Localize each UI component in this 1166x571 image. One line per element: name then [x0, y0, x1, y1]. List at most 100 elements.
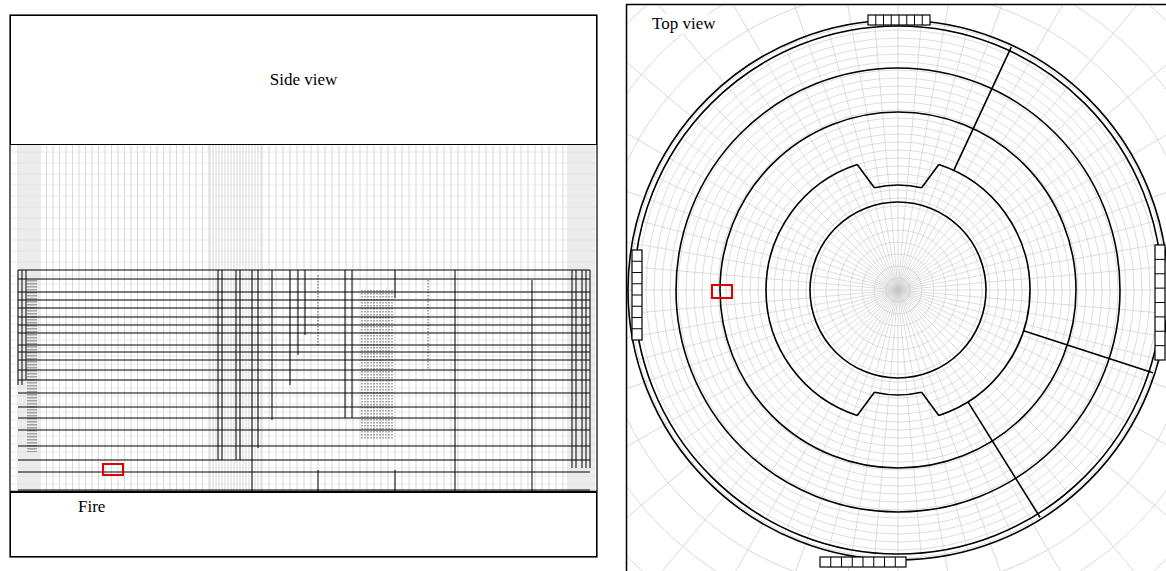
- vent: [632, 250, 642, 340]
- grid-line: [10, 262, 597, 263]
- grid-line: [10, 284, 597, 285]
- fire-box: Fire: [10, 492, 597, 557]
- grid-line: [898, 290, 1012, 535]
- grid-line: [360, 145, 361, 492]
- grid-line: [202, 145, 203, 492]
- grid-line: [290, 145, 291, 492]
- grid-line: [898, 135, 1119, 290]
- fire-marker: [712, 285, 732, 298]
- grid-line: [1132, 30, 1166, 155]
- grid-line: [150, 145, 151, 492]
- grid-line: [53, 145, 54, 492]
- wall-line: [572, 270, 573, 468]
- room-wall: [634, 26, 1162, 554]
- vent: [1155, 245, 1165, 360]
- grid-line: [297, 145, 298, 492]
- grid-line: [10, 240, 597, 241]
- grid-line: [10, 218, 597, 219]
- grid-line: [626, 464, 691, 571]
- grid-line: [10, 229, 597, 230]
- grid-line: [626, 4, 1166, 571]
- grid-line: [458, 145, 459, 492]
- grid-line: [1105, 464, 1166, 571]
- top-view-panel: Top view: [626, 4, 1166, 571]
- grid-line: [92, 145, 93, 492]
- grid-line: [10, 308, 597, 309]
- grid-line: [437, 145, 438, 492]
- grid-line: [898, 290, 1132, 425]
- grid-line: [36, 145, 37, 492]
- dotted-line: [318, 275, 319, 345]
- vent: [820, 557, 906, 567]
- grid-line: [626, 30, 664, 155]
- grid-line: [570, 145, 571, 492]
- grid-line: [261, 145, 262, 492]
- grid-line: [10, 388, 597, 389]
- grid-line: [653, 176, 898, 290]
- grid-line: [556, 145, 557, 492]
- grid-line: [465, 145, 466, 492]
- grid-line: [898, 290, 899, 560]
- grid-line: [638, 4, 763, 56]
- grid-line: [720, 544, 806, 571]
- layer-line: [18, 380, 590, 381]
- grid-line: [898, 290, 1053, 511]
- grid-line: [10, 332, 597, 333]
- grid-line: [10, 452, 597, 453]
- grid-line: [898, 56, 1033, 290]
- grid-line: [898, 21, 922, 290]
- grid-line: [626, 4, 724, 83]
- layer-line: [18, 333, 590, 334]
- side-view-drawing: [10, 15, 597, 557]
- layer-line: [18, 446, 590, 447]
- vent: [868, 15, 930, 25]
- grid-line: [40, 145, 41, 492]
- layer-line: [18, 300, 590, 301]
- grid-line: [118, 145, 119, 492]
- grid-line: [231, 145, 232, 492]
- layer-line: [18, 370, 590, 371]
- grid-line: [111, 145, 112, 492]
- grid-line: [332, 145, 333, 492]
- grid-line: [243, 145, 244, 492]
- grid-line: [784, 290, 898, 535]
- grid-line: [237, 145, 238, 492]
- grid-line: [28, 145, 29, 492]
- grid-line: [592, 145, 593, 492]
- grid-line: [10, 420, 597, 421]
- panel-frame: [10, 15, 597, 557]
- grid-line: [10, 412, 597, 413]
- grid-line: [10, 174, 597, 175]
- grid-line: [578, 145, 579, 492]
- grid-line: [374, 145, 375, 492]
- layer-line: [18, 418, 590, 419]
- grid-line: [367, 145, 368, 492]
- grid-line: [22, 145, 23, 492]
- dotted-line: [30, 280, 31, 452]
- grid-line: [10, 476, 597, 477]
- room-wall: [676, 68, 1120, 512]
- grid-line: [628, 290, 898, 291]
- grid-line: [1072, 497, 1166, 571]
- grid-line: [451, 145, 452, 492]
- grid-line: [10, 152, 597, 153]
- grid-line: [416, 145, 417, 492]
- grid-line: [144, 145, 145, 492]
- wall-line: [590, 270, 591, 468]
- wall-line: [218, 270, 219, 460]
- view-heading-box: Side view: [10, 15, 597, 145]
- grid-line: [24, 145, 25, 492]
- grid-line: [535, 145, 536, 492]
- grid-line: [79, 145, 80, 492]
- grid-line: [664, 155, 898, 290]
- grid-line: [252, 145, 253, 492]
- wall-line: [252, 270, 253, 492]
- grid-line: [105, 145, 106, 492]
- grid-line: [395, 145, 396, 492]
- room-wall: [720, 112, 1076, 468]
- grid-line: [423, 145, 424, 492]
- grid-line: [34, 145, 35, 492]
- grid-line: [521, 145, 522, 492]
- grid-line: [542, 145, 543, 492]
- grid-line: [898, 290, 922, 559]
